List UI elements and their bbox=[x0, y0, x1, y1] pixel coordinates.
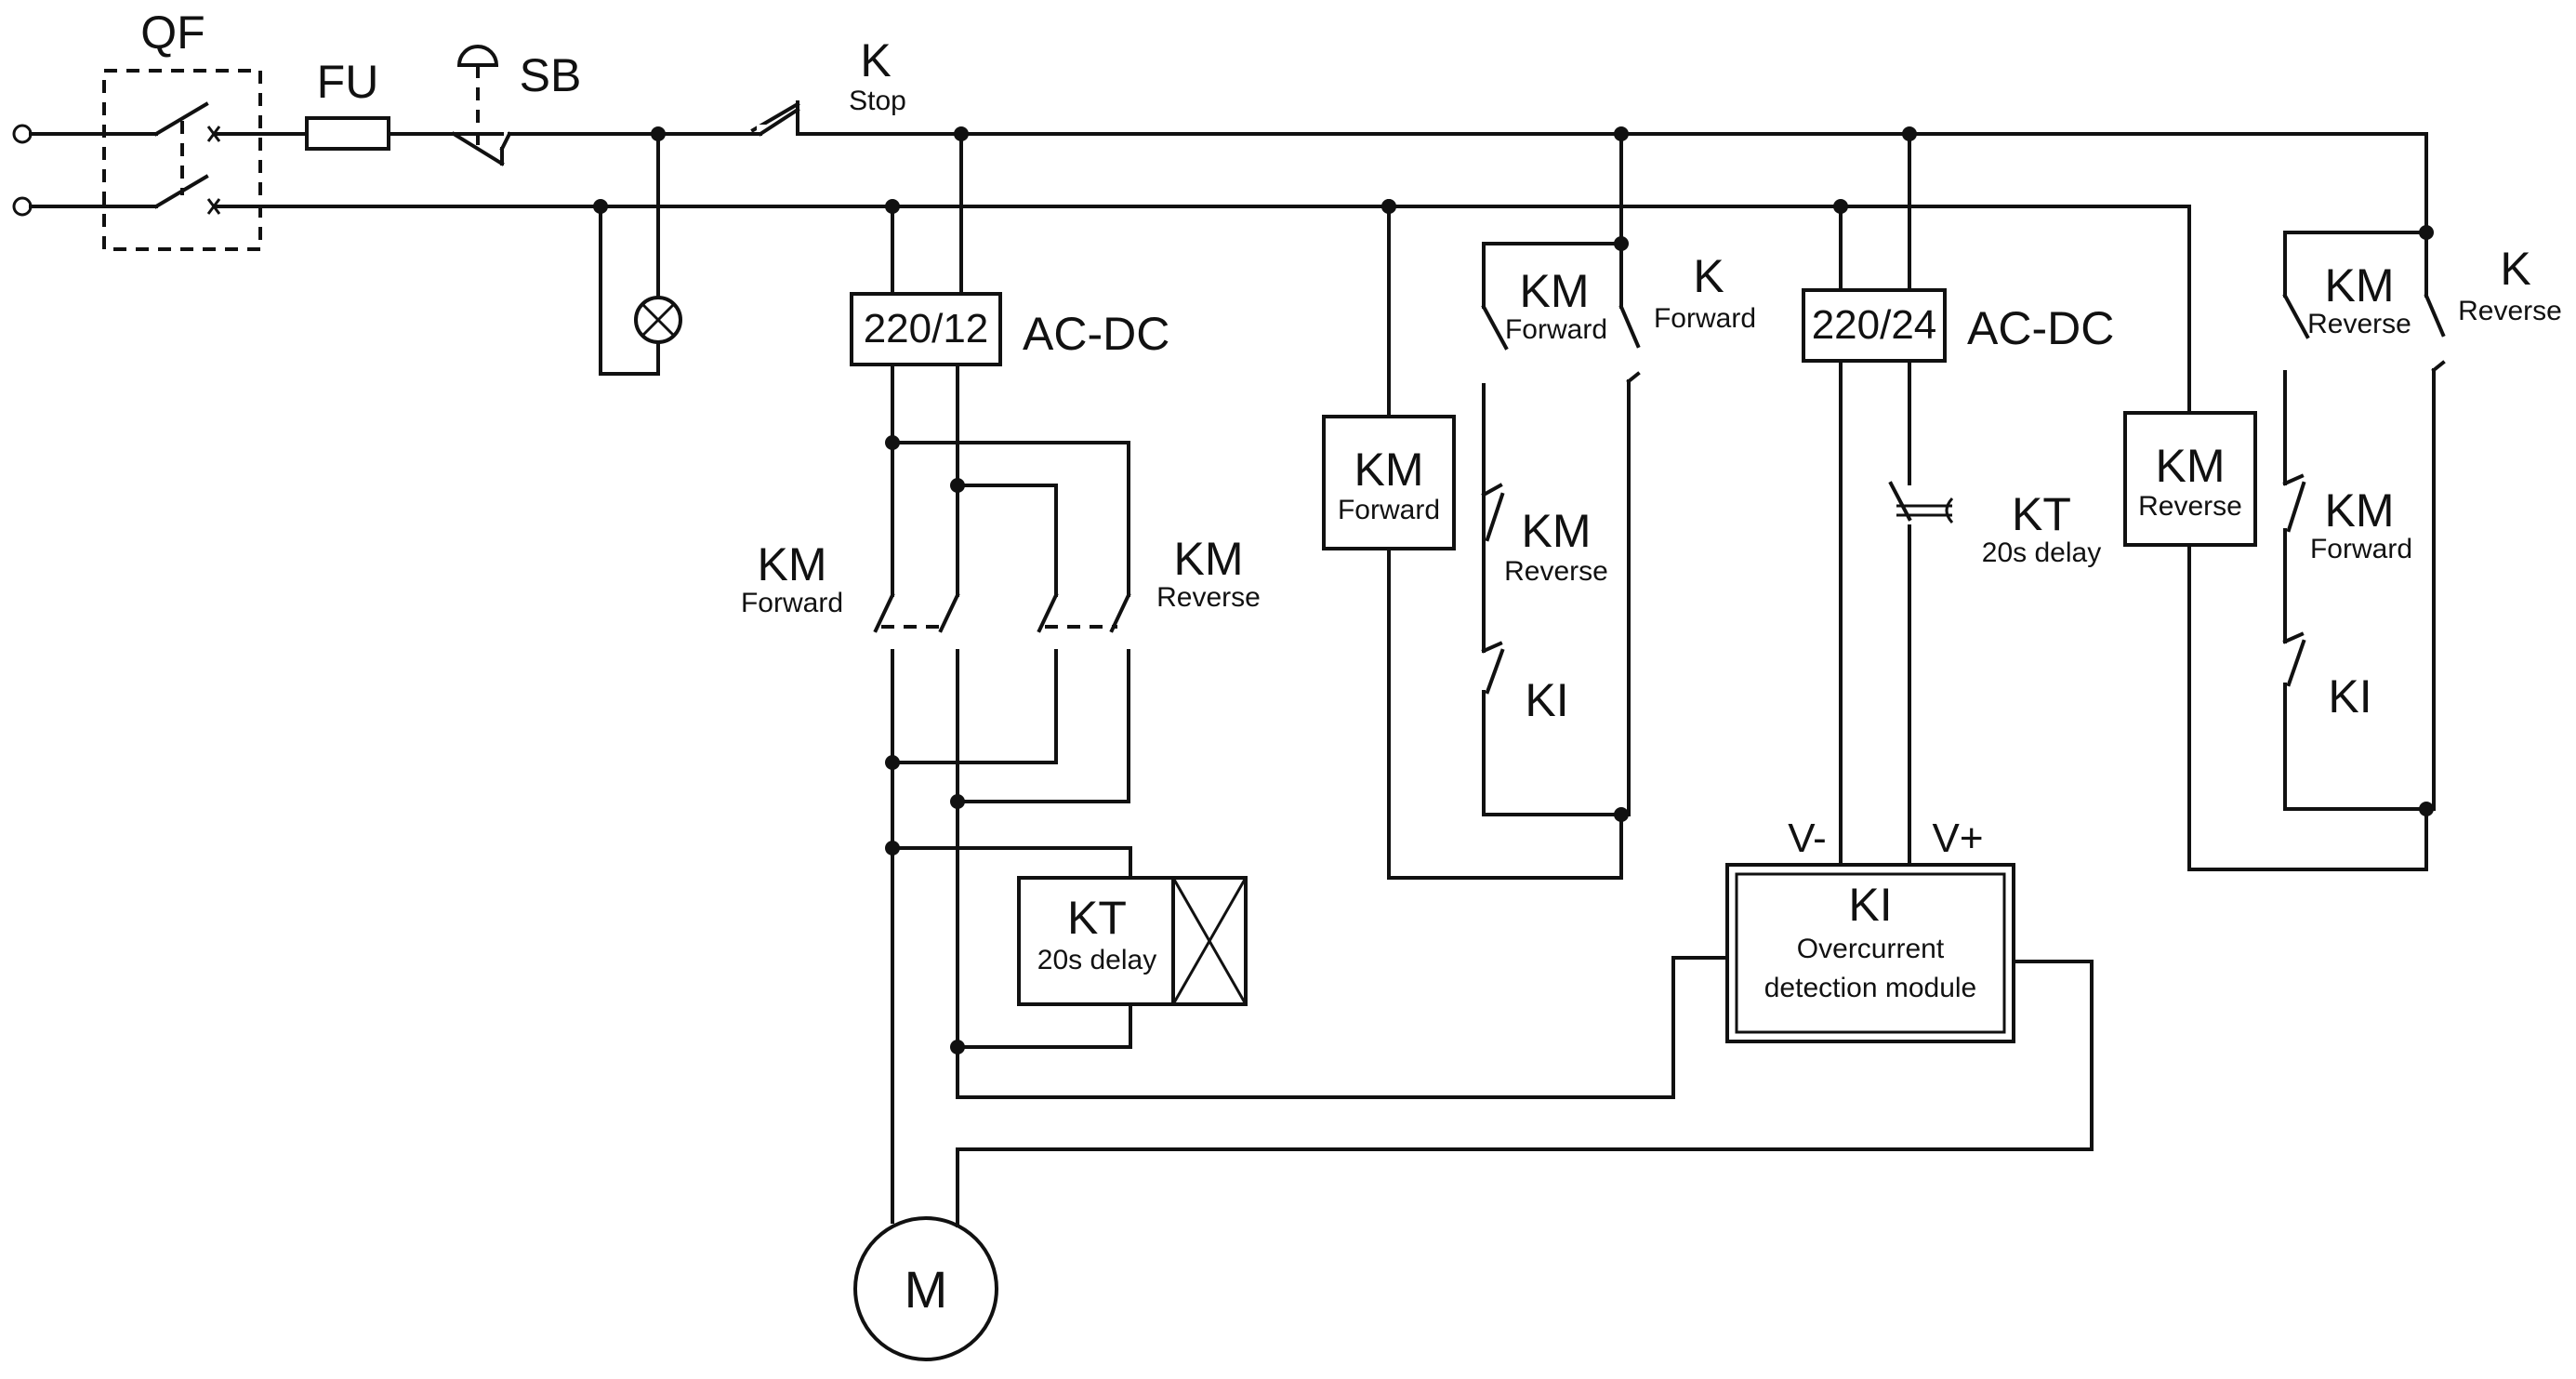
psu-12v-circuit: 220/12 AC-DC KM Forward KM Reverse bbox=[741, 126, 2094, 1361]
km-forward-hold-label: KM bbox=[1520, 265, 1590, 317]
psu-12v-label: 220/12 bbox=[864, 306, 989, 351]
v-minus-label: V- bbox=[1788, 815, 1827, 861]
km-reverse-contact-sub: Reverse bbox=[1156, 582, 1261, 613]
qf-breaker: QF bbox=[102, 7, 262, 251]
k-stop-label: K bbox=[860, 34, 891, 86]
km-reverse-coil bbox=[2123, 411, 2257, 547]
fu-label: FU bbox=[317, 56, 379, 108]
psu-24v-circuit: 220/24 AC-DC KT 20s delay V- V+ KI Overc… bbox=[1725, 126, 2114, 1043]
terminal-l bbox=[12, 124, 33, 144]
k-stop-contact: K Stop bbox=[750, 34, 906, 138]
km-forward-nc-sub: Forward bbox=[2310, 534, 2412, 564]
motor-icon bbox=[853, 1216, 998, 1361]
kt-timer-box bbox=[1017, 876, 1248, 1006]
km-reverse-contact-label: KM bbox=[1174, 533, 1244, 585]
fu-fuse: FU bbox=[305, 56, 390, 151]
acdc1-label: AC-DC bbox=[1023, 308, 1169, 360]
indicator-lamp bbox=[593, 126, 682, 376]
km-forward-nc-label: KM bbox=[2325, 484, 2395, 537]
km-reverse-hold-sub: Reverse bbox=[2307, 309, 2411, 339]
km-reverse-hold-label: KM bbox=[2325, 259, 2395, 312]
ki-nc-reverse-label: KI bbox=[2328, 670, 2371, 723]
stop-label: Stop bbox=[849, 86, 906, 116]
ki-nc-forward-label: KI bbox=[1525, 674, 1568, 726]
km-forward-hold-sub: Forward bbox=[1505, 314, 1607, 345]
kt-contact-label: KT bbox=[2012, 488, 2071, 540]
sb-label: SB bbox=[520, 49, 582, 101]
k-forward-sub: Forward bbox=[1654, 303, 1756, 334]
km-reverse-coil-label: KM bbox=[2156, 440, 2226, 492]
motor-label: M bbox=[905, 1260, 948, 1319]
kt-contact-delay: 20s delay bbox=[1982, 537, 2101, 568]
kt-timer-label: KT bbox=[1067, 892, 1127, 944]
kt-timer-delay: 20s delay bbox=[1037, 945, 1156, 975]
km-reverse-coil-sub: Reverse bbox=[2138, 491, 2242, 522]
ki-module-line1: Overcurrent bbox=[1797, 934, 1945, 964]
km-forward-coil bbox=[1322, 415, 1456, 550]
k-reverse-sub: Reverse bbox=[2458, 296, 2562, 326]
v-plus-label: V+ bbox=[1932, 815, 1983, 861]
qf-dashed-box bbox=[102, 69, 262, 251]
psu-24v-label: 220/24 bbox=[1812, 302, 1937, 348]
qf-label: QF bbox=[140, 7, 205, 59]
km-forward-contact-label: KM bbox=[758, 538, 827, 590]
km-forward-contact-sub: Forward bbox=[741, 588, 843, 618]
sb-button: SB bbox=[451, 45, 582, 166]
acdc2-label: AC-DC bbox=[1967, 302, 2114, 354]
km-reverse-nc-label: KM bbox=[1522, 505, 1592, 557]
k-forward-label: K bbox=[1693, 250, 1724, 302]
km-forward-coil-sub: Forward bbox=[1338, 495, 1440, 525]
km-reverse-nc-sub: Reverse bbox=[1504, 556, 1608, 587]
km-forward-coil-label: KM bbox=[1354, 444, 1424, 496]
terminal-n bbox=[12, 196, 33, 217]
psu-12v-box bbox=[850, 292, 1002, 366]
reverse-coil-branch: KM Reverse KM Reverse K Reverse KM Forwa… bbox=[2123, 132, 2562, 871]
forward-coil-branch: KM Forward KM Forward K Forward KM Rever… bbox=[1322, 126, 1756, 880]
psu-24v-box bbox=[1802, 288, 1947, 363]
ki-module-box bbox=[1725, 863, 2015, 1043]
k-reverse-label: K bbox=[2500, 243, 2530, 295]
ki-module-title: KI bbox=[1848, 879, 1892, 931]
ki-module-line2: detection module bbox=[1764, 973, 1977, 1003]
